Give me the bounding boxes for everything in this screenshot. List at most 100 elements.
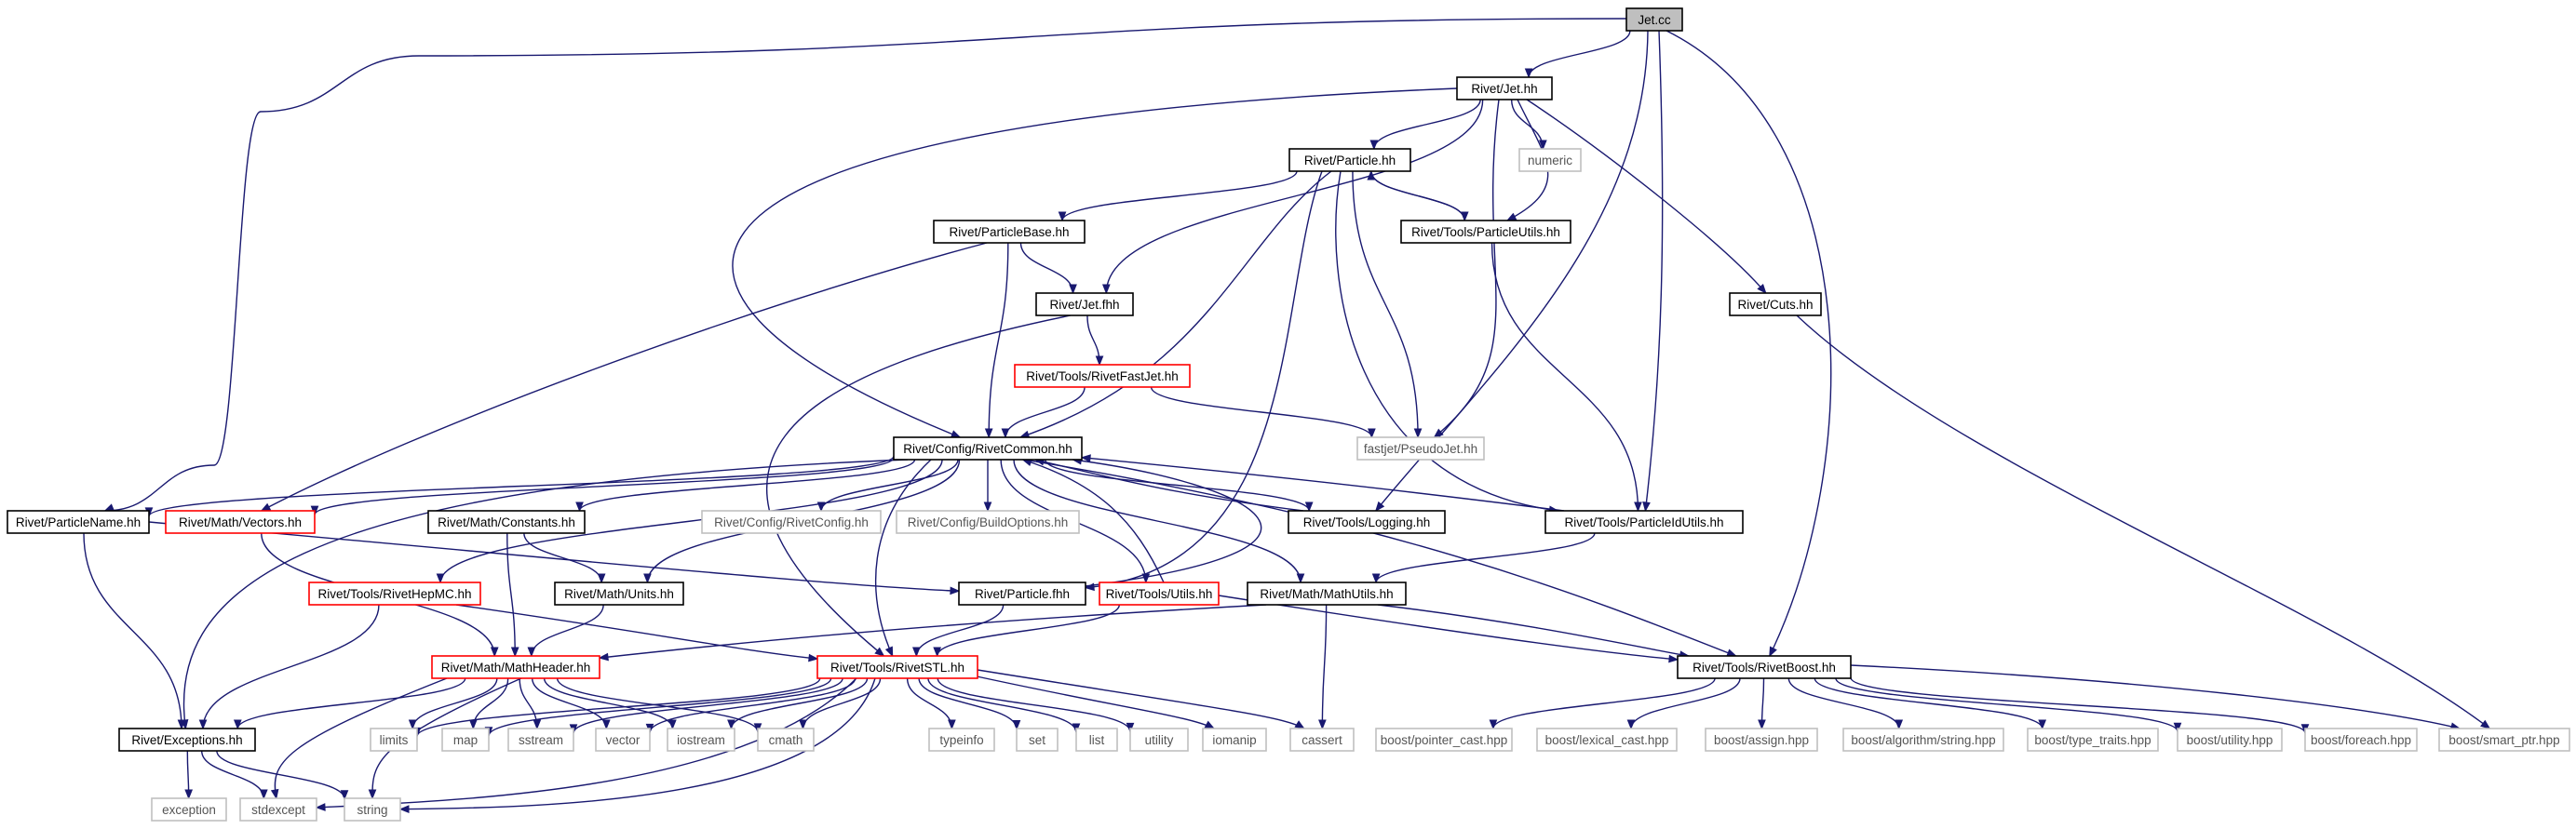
node-label: fastjet/PseudoJet.hh bbox=[1364, 442, 1477, 456]
node-mathutils[interactable]: Rivet/Math/MathUtils.hh bbox=[1247, 582, 1407, 606]
edge-mathheader-to-cmath bbox=[556, 677, 759, 733]
node-utils[interactable]: Rivet/Tools/Utils.hh bbox=[1099, 582, 1220, 606]
edge-arrowhead bbox=[983, 501, 992, 513]
node-rivetfastjet[interactable]: Rivet/Tools/RivetFastJet.hh bbox=[1014, 364, 1191, 388]
edge-particle_fhh-to-rivetcommon bbox=[1072, 459, 1262, 587]
node-box bbox=[431, 655, 600, 679]
edge-exceptions-to-stdexcept bbox=[200, 750, 265, 799]
edge-arrowhead bbox=[315, 803, 326, 811]
edge-arrowhead bbox=[408, 719, 417, 730]
node-label: Rivet/Math/MathUtils.hh bbox=[1260, 587, 1393, 601]
edge-rivetstl-to-cassert bbox=[977, 669, 1305, 729]
node-pointer_cast: boost/pointer_cast.hpp bbox=[1375, 728, 1513, 752]
edge-rivetboost-to-algostring bbox=[1787, 677, 1900, 729]
node-rivetstl[interactable]: Rivet/Tools/RivetSTL.hh bbox=[816, 655, 978, 679]
node-jet_fhh[interactable]: Rivet/Jet.fhh bbox=[1035, 292, 1134, 316]
node-particlebase_hh[interactable]: Rivet/ParticleBase.hh bbox=[933, 220, 1086, 244]
edge-arrowhead bbox=[259, 789, 268, 800]
edge-particleidutils-to-rivetcommon bbox=[1081, 457, 1565, 512]
node-lexical_cast: boost/lexical_cast.hpp bbox=[1536, 728, 1678, 752]
edge-rivetboost-to-pointer_cast bbox=[1492, 677, 1716, 729]
edge-particle_hh-to-particlebase_hh bbox=[1061, 170, 1298, 221]
node-label: Rivet/Math/MathHeader.hh bbox=[441, 661, 591, 675]
node-particleutils_hh[interactable]: Rivet/Tools/ParticleUtils.hh bbox=[1400, 220, 1571, 244]
edge-arrowhead bbox=[398, 805, 410, 813]
node-label: boost/smart_ptr.hpp bbox=[2448, 733, 2559, 747]
edge-rivetstl-to-set bbox=[918, 677, 1018, 729]
node-label: Jet.cc bbox=[1638, 13, 1671, 27]
node-rivetboost[interactable]: Rivet/Tools/RivetBoost.hh bbox=[1677, 655, 1852, 679]
node-logging[interactable]: Rivet/Tools/Logging.hh bbox=[1288, 510, 1446, 534]
node-label: Rivet/Tools/ParticleIdUtils.hh bbox=[1564, 515, 1723, 529]
edge-arrowhead bbox=[950, 586, 961, 595]
node-box bbox=[427, 510, 586, 534]
edge-rivetcommon-to-rivetboost bbox=[1023, 459, 1736, 657]
edge-arrowhead bbox=[912, 647, 921, 658]
node-cuts_hh[interactable]: Rivet/Cuts.hh bbox=[1729, 292, 1822, 316]
node-label: vector bbox=[606, 733, 641, 747]
node-label: boost/lexical_cast.hpp bbox=[1545, 733, 1669, 747]
node-label: Rivet/Tools/RivetBoost.hh bbox=[1693, 661, 1836, 675]
node-box bbox=[667, 728, 735, 752]
node-box bbox=[554, 582, 684, 606]
node-box bbox=[1375, 728, 1513, 752]
node-label: iostream bbox=[677, 733, 725, 747]
node-rivetcommon[interactable]: Rivet/Config/RivetCommon.hh bbox=[893, 436, 1083, 461]
edge-exceptions-to-string bbox=[216, 750, 345, 799]
node-box bbox=[896, 510, 1080, 534]
node-particlename[interactable]: Rivet/ParticleName.hh bbox=[7, 510, 150, 534]
edge-rivetstl-to-string bbox=[399, 677, 876, 810]
node-rivethepmc[interactable]: Rivet/Tools/RivetHepMC.hh bbox=[308, 582, 481, 606]
node-mathheader[interactable]: Rivet/Math/MathHeader.hh bbox=[431, 655, 600, 679]
node-vectors[interactable]: Rivet/Math/Vectors.hh bbox=[165, 510, 316, 534]
edge-arrowhead bbox=[1757, 283, 1767, 295]
node-label: Rivet/Config/BuildOptions.hh bbox=[908, 515, 1069, 529]
edge-arrowhead bbox=[1012, 720, 1021, 730]
node-label: cassert bbox=[1301, 733, 1342, 747]
edge-arrowhead bbox=[598, 652, 609, 662]
node-exceptions[interactable]: Rivet/Exceptions.hh bbox=[118, 728, 256, 752]
node-box bbox=[308, 582, 481, 606]
node-label: boost/pointer_cast.hpp bbox=[1381, 733, 1508, 747]
node-constants[interactable]: Rivet/Math/Constants.hh bbox=[427, 510, 586, 534]
edge-arrowhead bbox=[510, 647, 519, 658]
node-particle_fhh[interactable]: Rivet/Particle.fhh bbox=[958, 582, 1086, 606]
node-label: iomanip bbox=[1212, 733, 1256, 747]
node-label: utility bbox=[1145, 733, 1174, 747]
edge-rivetboost-to-smart_ptr bbox=[1850, 664, 2461, 729]
node-foreach: boost/foreach.hpp bbox=[2304, 728, 2418, 752]
node-stdexcept: stdexcept bbox=[239, 797, 317, 822]
node-label: Rivet/Particle.fhh bbox=[975, 587, 1070, 601]
edge-arrowhead bbox=[1058, 211, 1067, 222]
node-butility: boost/utility.hpp bbox=[2177, 728, 2283, 752]
node-box bbox=[701, 510, 882, 534]
node-box bbox=[757, 728, 815, 752]
node-label: Rivet/Tools/RivetSTL.hh bbox=[830, 661, 964, 675]
node-label: list bbox=[1089, 733, 1105, 747]
edge-rivetstl-to-cmath bbox=[802, 677, 882, 729]
edge-arrowhead bbox=[1374, 501, 1385, 513]
node-particleidutils[interactable]: Rivet/Tools/ParticleIdUtils.hh bbox=[1544, 510, 1744, 534]
node-box bbox=[1456, 76, 1553, 100]
edge-arrowhead bbox=[1634, 501, 1642, 513]
node-box bbox=[2438, 728, 2570, 752]
node-label: exception bbox=[162, 803, 216, 817]
node-particle_hh[interactable]: Rivet/Particle.hh bbox=[1288, 148, 1411, 172]
edge-layer bbox=[83, 18, 2491, 813]
node-jet_hh[interactable]: Rivet/Jet.hh bbox=[1456, 76, 1553, 100]
node-box bbox=[933, 220, 1086, 244]
node-units[interactable]: Rivet/Math/Units.hh bbox=[554, 582, 684, 606]
node-jet_cc[interactable]: Jet.cc bbox=[1625, 7, 1683, 32]
node-label: Rivet/Math/Constants.hh bbox=[438, 515, 575, 529]
node-label: Rivet/Jet.fhh bbox=[1049, 298, 1119, 312]
edge-arrowhead bbox=[1433, 428, 1444, 438]
node-label: string bbox=[357, 803, 387, 817]
edge-arrowhead bbox=[368, 789, 377, 800]
node-box bbox=[239, 797, 317, 822]
node-box bbox=[2177, 728, 2283, 752]
edge-particlename-to-exceptions bbox=[83, 532, 182, 729]
edge-particle_hh-to-pseudojet bbox=[1352, 170, 1419, 438]
edge-rivetstl-to-sstream bbox=[573, 677, 843, 734]
node-box bbox=[2304, 728, 2418, 752]
